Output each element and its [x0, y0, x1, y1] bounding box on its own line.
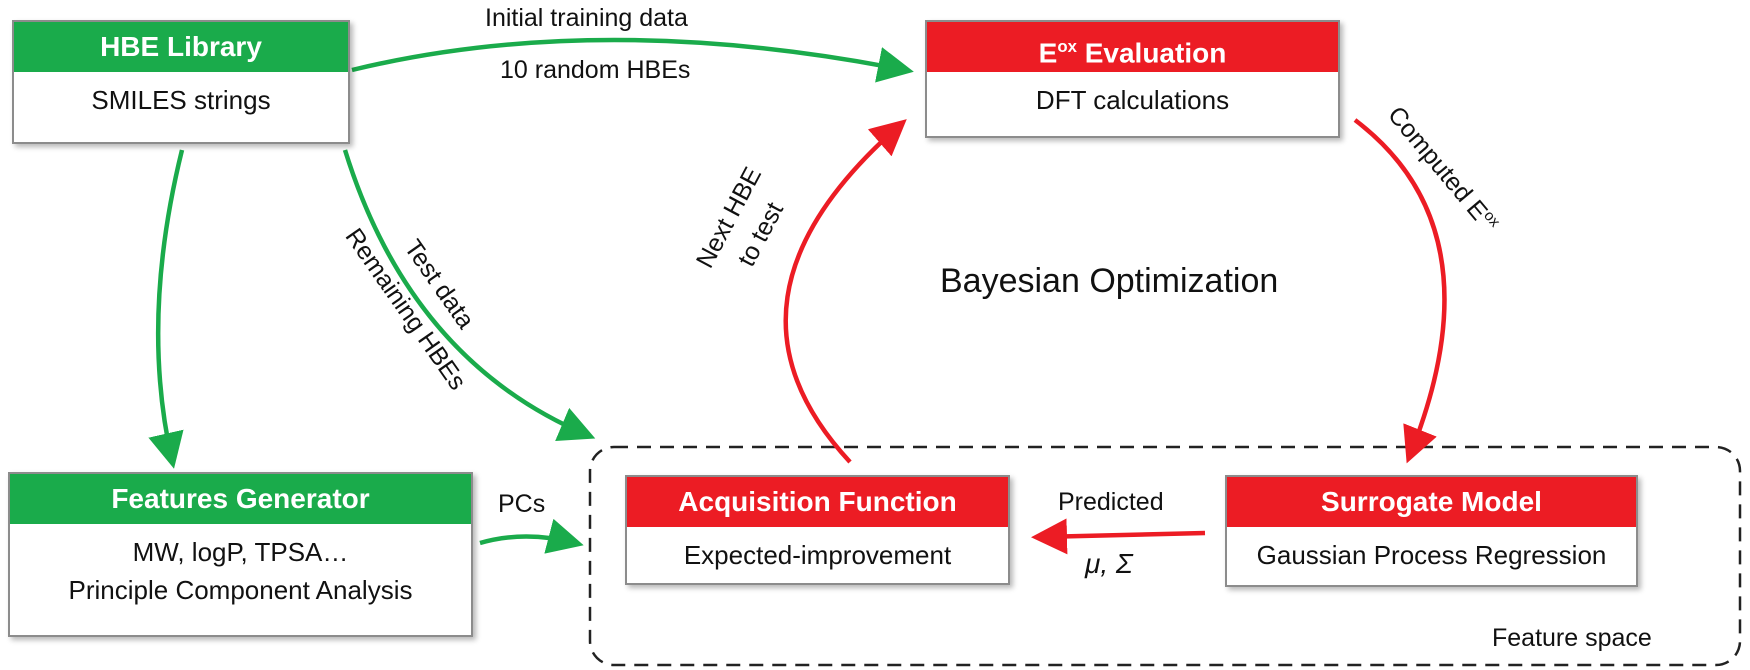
eox-evaluation-body: DFT calculations	[1035, 85, 1230, 115]
surrogate-model-body: Gaussian Process Regression	[1256, 540, 1607, 570]
hbe-library-box: HBE Library SMILES strings	[12, 20, 350, 144]
features-generator-box: Features Generator MW, logP, TPSA… Princ…	[8, 472, 473, 637]
eox-evaluation-title: Eox Evaluation	[927, 22, 1338, 72]
arrow-library-to-eox	[351, 37, 914, 83]
arrow-features-to-acquisition	[479, 518, 584, 554]
eox-title-sup: ox	[1057, 37, 1077, 56]
arrow-surrogate-to-acquisition	[1031, 518, 1206, 555]
arrow-library-to-features	[148, 149, 185, 469]
arrow-eox-to-surrogate	[1353, 118, 1447, 464]
label-mu-sigma: μ, Σ	[1085, 548, 1133, 579]
eox-evaluation-box: Eox Evaluation DFT calculations	[925, 20, 1340, 138]
features-generator-line2: Principle Component Analysis	[68, 575, 413, 605]
feature-space-region	[588, 445, 1742, 667]
acquisition-function-title: Acquisition Function	[627, 477, 1008, 527]
features-generator-title: Features Generator	[10, 474, 471, 524]
arrow-library-to-acquisition	[342, 149, 596, 442]
eox-title-rest: Evaluation	[1076, 37, 1227, 69]
surrogate-model-box: Surrogate Model Gaussian Process Regress…	[1225, 475, 1638, 587]
features-generator-body: MW, logP, TPSA… Principle Component Anal…	[10, 524, 471, 609]
arrow-acquisition-to-eox	[783, 119, 907, 464]
label-pcs: PCs	[498, 490, 546, 518]
label-feature-space: Feature space	[1492, 624, 1652, 652]
hbe-library-body: SMILES strings	[91, 85, 271, 115]
label-predicted: Predicted	[1058, 488, 1164, 516]
acquisition-function-body: Expected-improvement	[683, 540, 952, 570]
hbe-library-title: HBE Library	[14, 22, 348, 72]
label-initial-training: Initial training data	[485, 4, 688, 32]
eox-title-main: E	[1038, 37, 1058, 69]
surrogate-model-title: Surrogate Model	[1227, 477, 1636, 527]
features-generator-line1: MW, logP, TPSA…	[132, 537, 349, 567]
label-bayesian-optimization: Bayesian Optimization	[940, 262, 1279, 300]
acquisition-function-box: Acquisition Function Expected-improvemen…	[625, 475, 1010, 585]
label-ten-random: 10 random HBEs	[500, 56, 691, 84]
